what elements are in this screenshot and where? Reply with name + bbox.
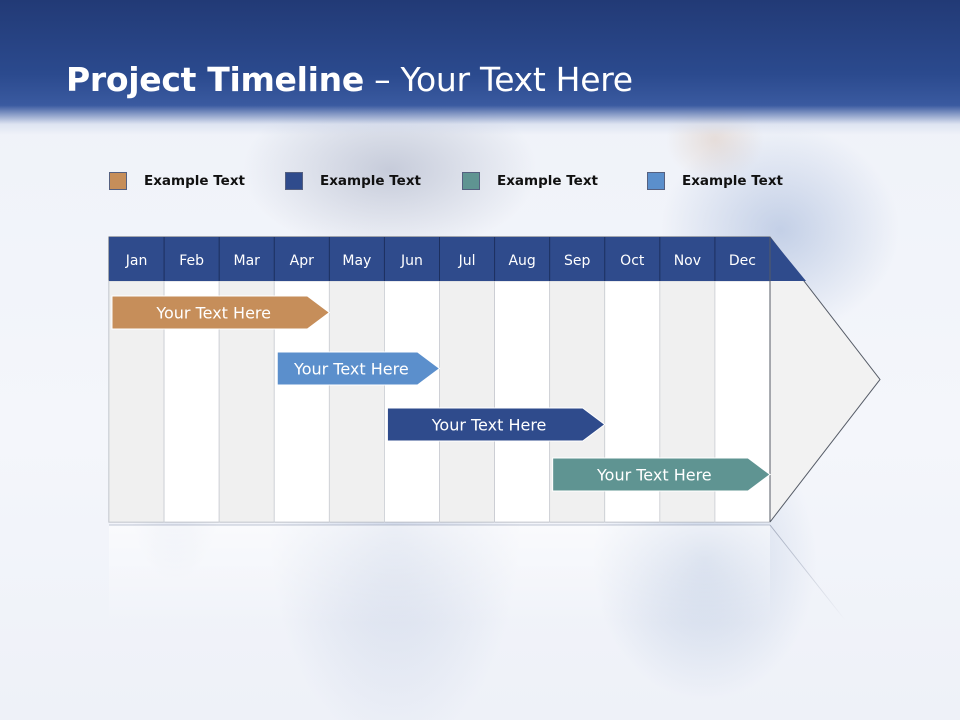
month-label-jun: Jun: [400, 253, 423, 269]
legend-label-1: Example Text: [144, 173, 245, 189]
title-bold: Project Timeline: [66, 60, 364, 99]
legend-item-1: Example Text: [109, 170, 245, 192]
legend-swatch-4: [647, 172, 665, 190]
month-label-nov: Nov: [674, 253, 701, 269]
task-label-2: Your Text Here: [293, 360, 409, 379]
month-column-jun: [384, 280, 440, 523]
legend-swatch-1: [109, 172, 127, 190]
chart-reflection: [109, 525, 770, 625]
month-label-aug: Aug: [508, 253, 535, 269]
legend-label-4: Example Text: [682, 173, 783, 189]
month-label-jan: Jan: [125, 253, 148, 269]
task-bar-2: [276, 351, 441, 386]
slide-title: Project Timeline – Your Text Here: [66, 60, 633, 99]
month-label-sep: Sep: [564, 253, 591, 269]
month-column-jul: [439, 280, 495, 523]
month-label-oct: Oct: [620, 253, 645, 269]
month-label-may: May: [342, 253, 371, 269]
task-label-3: Your Text Here: [431, 416, 547, 435]
legend-item-3: Example Text: [462, 170, 598, 192]
month-column-aug: [494, 280, 551, 523]
title-rest: – Your Text Here: [363, 60, 633, 99]
title-bar: [0, 0, 960, 135]
task-bar-3: [386, 407, 606, 442]
legend-item-4: Example Text: [647, 170, 783, 192]
reflection-edge-right: [769, 524, 846, 621]
month-label-feb: Feb: [179, 253, 204, 269]
task-bar-1: [111, 295, 331, 330]
legend-swatch-3: [462, 172, 480, 190]
legend-label-3: Example Text: [497, 173, 598, 189]
month-label-apr: Apr: [290, 253, 314, 269]
task-label-4: Your Text Here: [596, 466, 712, 485]
month-column-may: [328, 280, 385, 523]
month-label-dec: Dec: [729, 253, 756, 269]
month-header: [109, 237, 806, 281]
legend-item-2: Example Text: [285, 170, 421, 192]
month-label-jul: Jul: [458, 253, 476, 269]
legend-swatch-2: [285, 172, 303, 190]
legend-label-2: Example Text: [320, 173, 421, 189]
month-label-mar: Mar: [233, 253, 260, 269]
task-label-1: Your Text Here: [155, 304, 271, 323]
task-bar-4: [552, 457, 771, 492]
